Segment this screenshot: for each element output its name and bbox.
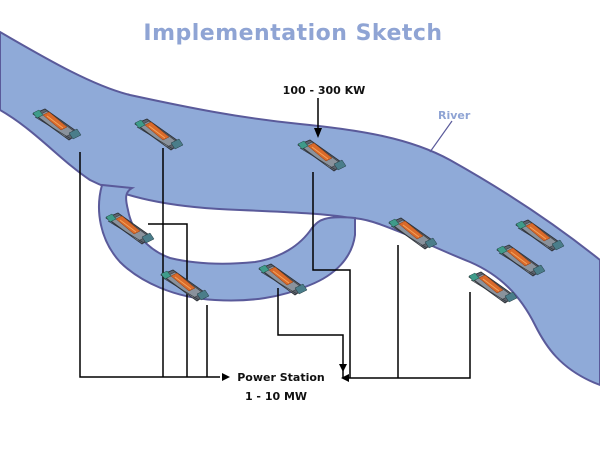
arrow-into-power-station-right — [341, 374, 349, 382]
turbine-capacity-label: 100 - 300 KW — [283, 84, 366, 97]
river-callout-line — [429, 120, 453, 153]
river-label: River — [438, 109, 471, 122]
arrow-into-power-station-left — [222, 373, 230, 381]
diagram-title: Implementation Sketch — [143, 21, 442, 46]
arrow-down-middle — [339, 364, 347, 372]
power-station-label: Power Station — [237, 371, 325, 384]
power-station-capacity-label: 1 - 10 MW — [245, 390, 307, 403]
wire-network — [79, 148, 471, 379]
capacity-pointer-arrow — [314, 128, 322, 138]
river-main — [0, 30, 600, 387]
